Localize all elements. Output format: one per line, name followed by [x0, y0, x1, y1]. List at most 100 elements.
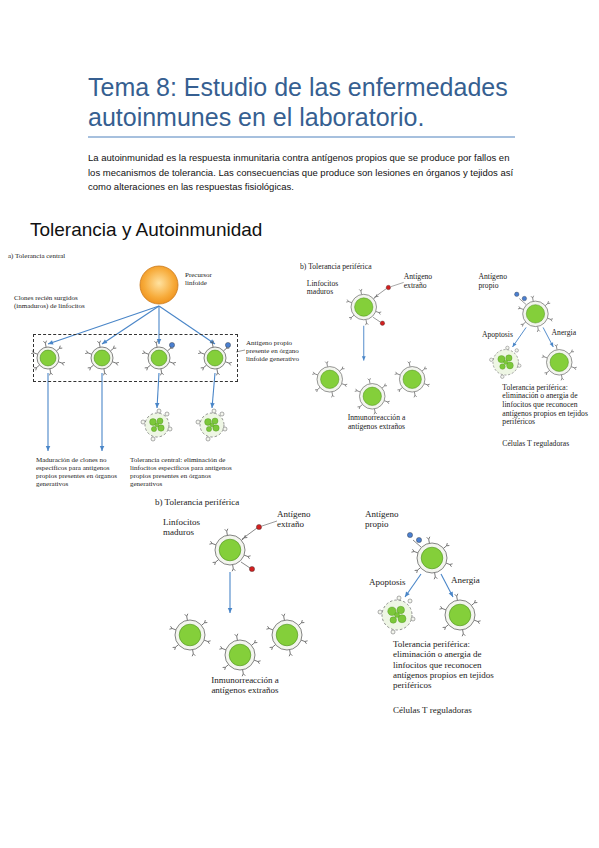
receptor: [446, 563, 450, 564]
receptor: [446, 543, 448, 546]
receptor: [408, 362, 410, 364]
arrow-line: [157, 373, 159, 408]
lymphoid-organ-box: Antígeno propio presente en órgano linfo…: [33, 334, 238, 382]
apoptotic-cell: [196, 409, 227, 441]
receptor: [326, 363, 328, 366]
apoptotic-bleb: [223, 427, 227, 431]
receptor: [382, 386, 385, 388]
receptor: [474, 600, 476, 603]
receptor: [574, 367, 576, 369]
receptor: [349, 302, 352, 303]
receptor: [443, 546, 446, 549]
receptor: [365, 320, 367, 323]
cell-membrane: [547, 350, 573, 376]
apoptotic-bleb: [501, 375, 504, 378]
receptor: [518, 308, 520, 310]
nuclear-fragment: [206, 426, 211, 431]
cell-membrane: [523, 301, 549, 327]
self-antigen: [515, 292, 519, 296]
receptor: [223, 348, 226, 351]
arrow-line: [102, 306, 159, 344]
arrow-line: [363, 326, 364, 361]
receptor: [561, 375, 563, 378]
cell-nucleus: [179, 624, 201, 646]
receptor: [162, 373, 164, 375]
receptor: [89, 368, 91, 371]
nuclear-fragment: [500, 364, 506, 370]
receptor: [547, 370, 550, 372]
receptor: [193, 654, 195, 656]
receptor: [43, 341, 45, 343]
arrow-head: [48, 340, 54, 344]
receptor: [538, 330, 540, 332]
peripheral-tolerance-illustration: [155, 497, 515, 737]
cell-membrane: [148, 347, 170, 369]
apoptotic-bleb: [157, 409, 161, 413]
receptor: [424, 384, 427, 385]
arrow-head: [155, 403, 160, 408]
receptor: [345, 385, 346, 387]
receptor: [58, 362, 62, 363]
panel-label: b) Tolerancia periférica: [300, 262, 428, 271]
apoptotic-bleb: [165, 412, 169, 416]
receptor: [35, 368, 37, 371]
receptor: [219, 648, 222, 650]
arrow-head: [405, 592, 410, 597]
receptor: [175, 645, 178, 648]
annotation: Tolerancia periférica: eliminación o ane…: [393, 639, 507, 691]
receptor: [236, 636, 238, 640]
node-label: Precursor linfoide: [185, 271, 227, 287]
receptor: [333, 395, 335, 397]
receptor: [546, 373, 548, 375]
cell-membrane: [399, 367, 425, 393]
annotation: Antígeno extraño: [404, 272, 445, 290]
receptor: [148, 365, 151, 368]
lymphocyte: [439, 594, 480, 637]
apoptotic-bleb: [141, 420, 145, 424]
receptor: [397, 374, 400, 375]
receptor: [439, 608, 442, 610]
section-heading: Tolerancia y Autoinmunidad: [30, 219, 350, 242]
arrow-line: [212, 373, 215, 408]
apoptotic-bleb: [168, 427, 172, 431]
cell-nucleus: [421, 547, 443, 569]
receptor: [112, 362, 116, 363]
apoptotic-bleb: [151, 437, 155, 441]
receptor: [562, 378, 564, 380]
receptor: [342, 384, 345, 385]
receptor: [215, 560, 218, 563]
receptor: [395, 373, 397, 375]
receptor: [574, 368, 575, 370]
receptor: [312, 373, 314, 375]
annotation: Maduración de clones no específicos para…: [36, 456, 128, 488]
receptor: [301, 640, 305, 641]
receptor: [316, 390, 318, 392]
nuclear-fragment: [210, 423, 214, 427]
receptor: [113, 346, 115, 349]
receptor: [212, 343, 214, 347]
receptor: [160, 369, 162, 373]
receptor: [216, 369, 218, 373]
annotation: Inmunorreacción a antígenos extraños: [334, 413, 419, 431]
receptor: [169, 628, 172, 630]
receptor: [474, 620, 478, 621]
receptor: [169, 362, 173, 363]
arrow-head: [102, 339, 107, 344]
arrow-head: [513, 342, 517, 347]
receptor: [369, 380, 371, 383]
apoptotic-bleb: [196, 420, 200, 424]
receptor: [522, 324, 524, 326]
apoptotic-bleb: [515, 349, 518, 352]
annotation: Antígeno propio: [365, 509, 415, 530]
receptor: [409, 363, 411, 366]
receptor: [368, 379, 370, 381]
receptor: [110, 348, 113, 351]
arrow-line: [229, 572, 230, 613]
annotation: Apoptosis: [482, 330, 521, 339]
annotation: Antígeno extraño: [277, 509, 325, 530]
cell-membrane: [445, 600, 475, 630]
cell-membrane: [145, 413, 169, 437]
receptor: [103, 369, 105, 373]
receptor: [427, 537, 429, 539]
cell-membrane: [317, 367, 343, 393]
